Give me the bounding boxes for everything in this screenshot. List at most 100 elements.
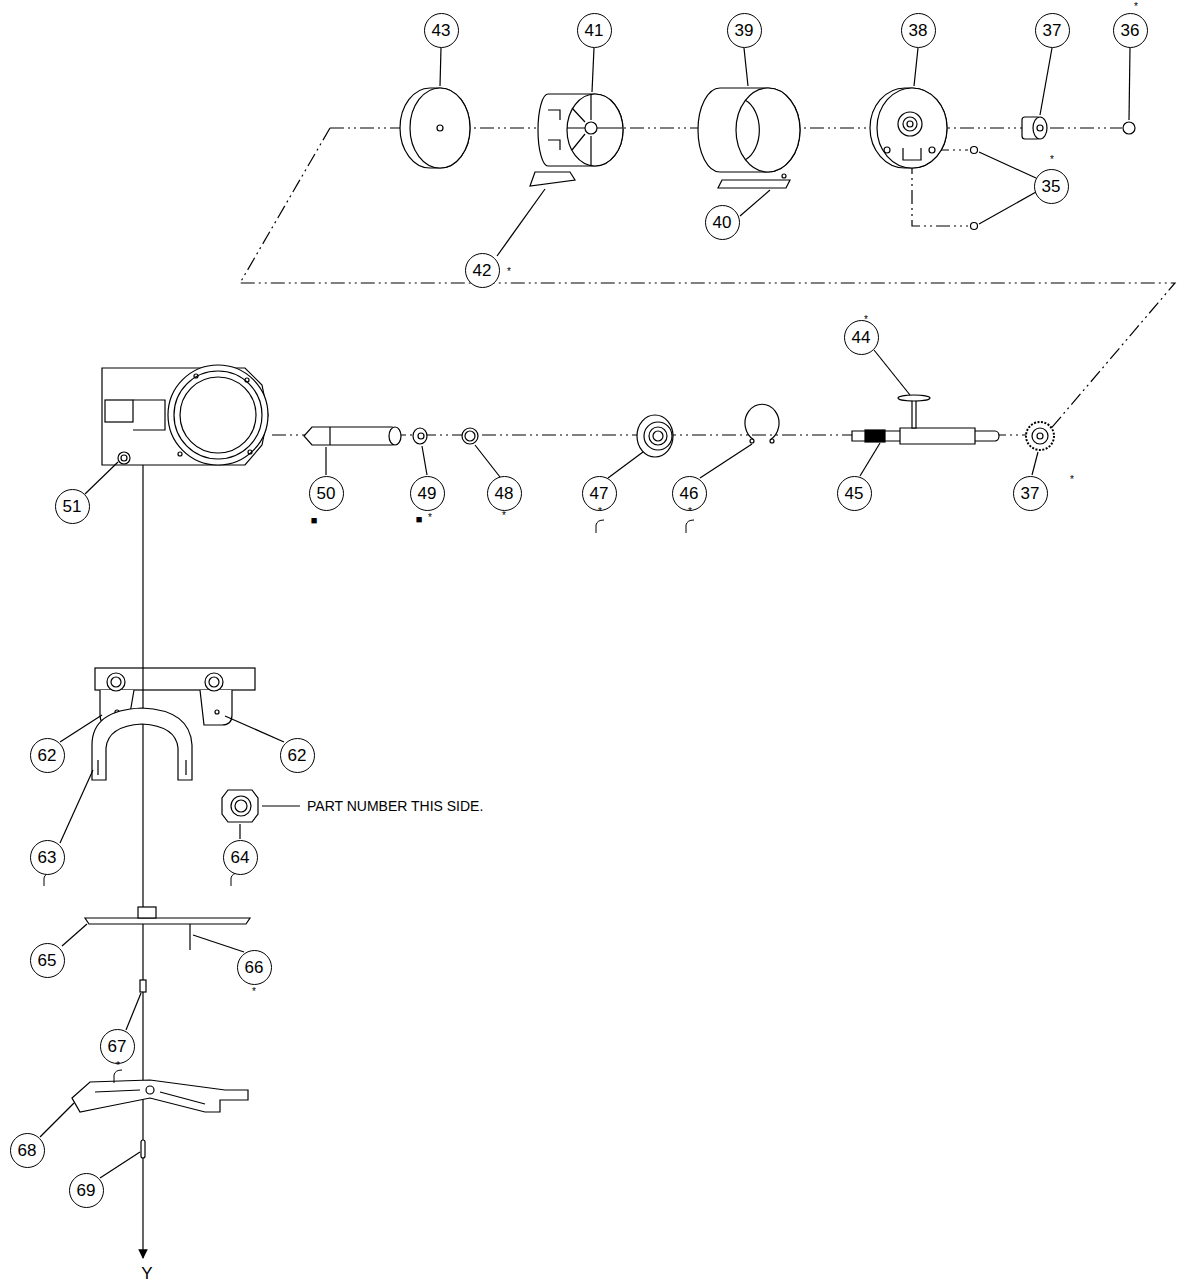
callout-number: 51 [63,498,82,515]
callout-number: 35 [1042,178,1061,195]
part-mark: * [1050,155,1054,165]
callout-circle: 42 [465,253,500,288]
callout-circle: 35 [1034,169,1069,204]
part-mark: * [507,267,511,277]
callout-circle: 48 [487,476,522,511]
callout-number: 38 [909,22,928,39]
screw-part [971,147,978,154]
ring-part [462,428,478,444]
part-mark: * [1070,475,1074,485]
callout-number: 42 [473,262,492,279]
shaft-part [852,395,999,444]
callout-circle: 51 [55,489,90,524]
callout-circle: 47 [582,476,617,511]
sleeve-part [698,88,800,188]
note-text: PART NUMBER THIS SIDE. [307,799,483,813]
plate-part [85,907,250,950]
callout-circle: 69 [69,1173,104,1208]
callout-circle: 49 [410,476,445,511]
callout-number: 64 [231,849,250,866]
ring-part [465,431,475,441]
callout-circle: 62 [30,738,65,773]
callout-number: 40 [713,214,732,231]
callout-number: 45 [845,485,864,502]
callout-number: 37 [1021,485,1040,502]
cover-part [870,88,947,168]
callout-circle: 46 [672,476,707,511]
part-mark: * [598,507,602,517]
callout-circle: 41 [577,13,612,48]
snap-ring-part [750,439,754,443]
part-mark: * [502,511,506,521]
grease-symbol [44,520,694,1083]
callout-number: 48 [495,485,514,502]
callout-number: 68 [18,1142,37,1159]
callout-circle: 62 [280,738,315,773]
housing-part [102,365,268,465]
callout-circle: 68 [10,1133,45,1168]
pin-part [141,1140,145,1158]
callout-circle: 36 [1113,13,1148,48]
disc-part [400,88,470,168]
callout-number: 37 [1043,22,1062,39]
washer-part [1123,122,1135,134]
leader-line [262,805,300,806]
center-line [240,128,1175,435]
callout-number: 69 [77,1182,96,1199]
callout-circle: 37 [1013,476,1048,511]
gear-part [1026,422,1054,450]
part-mark: ■ [416,514,423,525]
callout-number: 66 [245,959,264,976]
callout-number: 62 [288,747,307,764]
callout-circle: 45 [837,476,872,511]
callout-number: 39 [735,22,754,39]
lever-part [72,1080,248,1112]
assembly-axis [142,465,143,1258]
part-mark: * [688,507,692,517]
shaft-part [304,427,401,445]
callout-number: 41 [585,22,604,39]
callout-circle: 40 [705,205,740,240]
callout-number: 67 [108,1038,127,1055]
callout-circle: 67 [100,1029,135,1064]
part-mark: ■ [311,515,318,526]
callout-circle: 43 [424,13,459,48]
snap-ring-part [745,404,779,440]
nut-part [222,790,258,822]
callout-circle: 65 [30,943,65,978]
part-mark: * [428,513,432,523]
callout-circle: 50 [309,476,344,511]
bushing-part [1022,117,1047,139]
u-clip-part [92,708,192,780]
callout-circle: 38 [901,13,936,48]
leader-line [40,48,1130,1178]
callout-circle: 44 [844,320,879,355]
screw-part [971,223,978,230]
callout-number: 43 [432,22,451,39]
callout-number: 49 [418,485,437,502]
snap-ring-part [770,439,774,443]
bearing-part [413,428,427,444]
key-part [530,172,575,186]
callout-circle: 63 [30,840,65,875]
callout-circle: 39 [727,13,762,48]
callout-number: 50 [317,485,336,502]
callout-number: 36 [1121,22,1140,39]
callout-number: 63 [38,849,57,866]
callout-circle: 64 [223,840,258,875]
callout-number: 47 [590,485,609,502]
part-mark: * [116,1061,120,1071]
callout-number: 44 [852,329,871,346]
callout-number: 62 [38,747,57,764]
callout-circle: 37 [1035,13,1070,48]
callout-circle: 66 [237,950,272,985]
part-mark: * [864,315,868,325]
axis-label: Y [141,1265,152,1282]
screw-part [140,980,146,992]
callout-number: 65 [38,952,57,969]
cylinder-part [538,94,623,166]
part-mark: * [252,987,256,997]
callout-number: 46 [680,485,699,502]
seal-part [637,415,673,457]
